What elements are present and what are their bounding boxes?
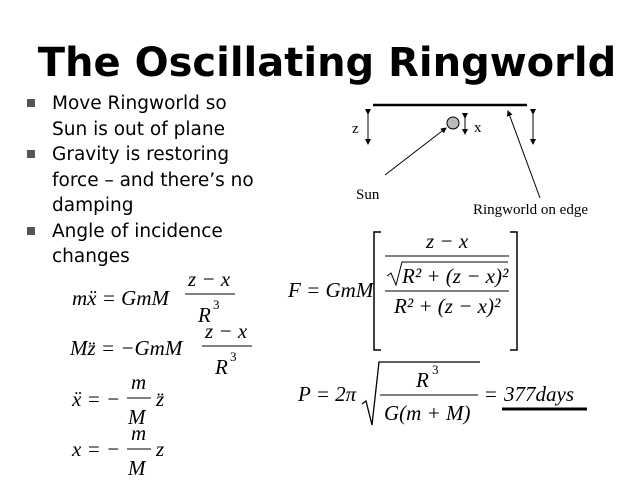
equation-1: mẍ = GmM z − x R 3 (72, 267, 235, 327)
x-label: x (474, 120, 482, 136)
bullet-line: Sun is out of plane (52, 118, 225, 140)
force-denominator: R² + (z − x)² (393, 294, 501, 318)
bullet-square-icon (27, 99, 35, 107)
eq3-rhs: z̈ (155, 387, 164, 411)
eq1-exponent: 3 (213, 297, 220, 312)
equation-3: ẍ = − m M z̈ (71, 370, 164, 429)
eq2-numerator: z − x (204, 319, 248, 343)
force-lhs: F = GmM (287, 278, 375, 302)
period-exponent: 3 (432, 362, 439, 377)
right-bracket (510, 231, 518, 351)
force-sqrt-term: R² + (z − x)² (401, 264, 509, 288)
sqrt-sign (386, 261, 508, 287)
period-result: 377days (503, 382, 574, 406)
eq1-numerator: z − x (187, 267, 231, 291)
sun-circle (446, 116, 460, 130)
force-equation: F = GmM z − x R² + (z − x)² R² + (z − x)… (287, 229, 518, 351)
eq4-numerator: m (131, 421, 146, 445)
eq1-lhs: mẍ = GmM (72, 286, 170, 310)
equation-4: x = − m M z (71, 421, 164, 480)
bullet-line: changes (52, 246, 130, 267)
bullet-item: Move Ringworld so Sun is out of plane (24, 91, 274, 142)
eq3-numerator: m (131, 370, 146, 394)
period-equals: = (485, 382, 497, 406)
sqrt-sign (361, 361, 480, 426)
z-label: z (352, 121, 359, 137)
period-denominator: G(m + M) (384, 401, 470, 425)
period-lhs: P = 2π (297, 382, 357, 406)
eq1-denominator: R (197, 303, 211, 327)
period-equation: P = 2π R 3 G(m + M) = 377days (297, 361, 587, 426)
ringworld-label: Ringworld on edge (473, 202, 588, 218)
eq4-denominator: M (127, 456, 147, 480)
eq3-denominator: M (127, 405, 147, 429)
period-numerator: R (415, 368, 429, 392)
bullet-line: Gravity is restoring (52, 144, 230, 165)
eq2-exponent: 3 (230, 349, 237, 364)
equation-2: Mz̈ = −GmM z − x R 3 (69, 319, 252, 379)
left-bracket (373, 231, 381, 351)
sun-label: Sun (356, 187, 380, 203)
bullet-line: Angle of incidence (52, 220, 223, 242)
force-numerator: z − x (425, 229, 469, 253)
eq4-lhs: x = − (71, 437, 120, 461)
ringworld-diagram: z x Sun Ringworld on edge (352, 103, 588, 218)
bullet-item: Gravity is restoring force – and there’s… (24, 142, 274, 219)
eq3-lhs: ẍ = − (71, 387, 120, 411)
sun-pointer-line (384, 127, 447, 176)
bullet-square-icon (27, 150, 35, 158)
bullet-line: force – and there’s no (52, 169, 254, 191)
slide-title: The Oscillating Ringworld (37, 40, 617, 86)
bullet-line: Move Ringworld so (52, 93, 227, 114)
eq2-lhs: Mz̈ = −GmM (69, 336, 184, 360)
eq2-denominator: R (214, 355, 228, 379)
ringworld-pointer-line (506, 110, 541, 199)
bullet-list: Move Ringworld so Sun is out of plane Gr… (24, 91, 274, 270)
eq4-rhs: z (155, 437, 164, 461)
bullet-line: damping (52, 195, 134, 216)
bullet-square-icon (27, 226, 35, 235)
bullet-item: Angle of incidence changes (24, 219, 274, 270)
